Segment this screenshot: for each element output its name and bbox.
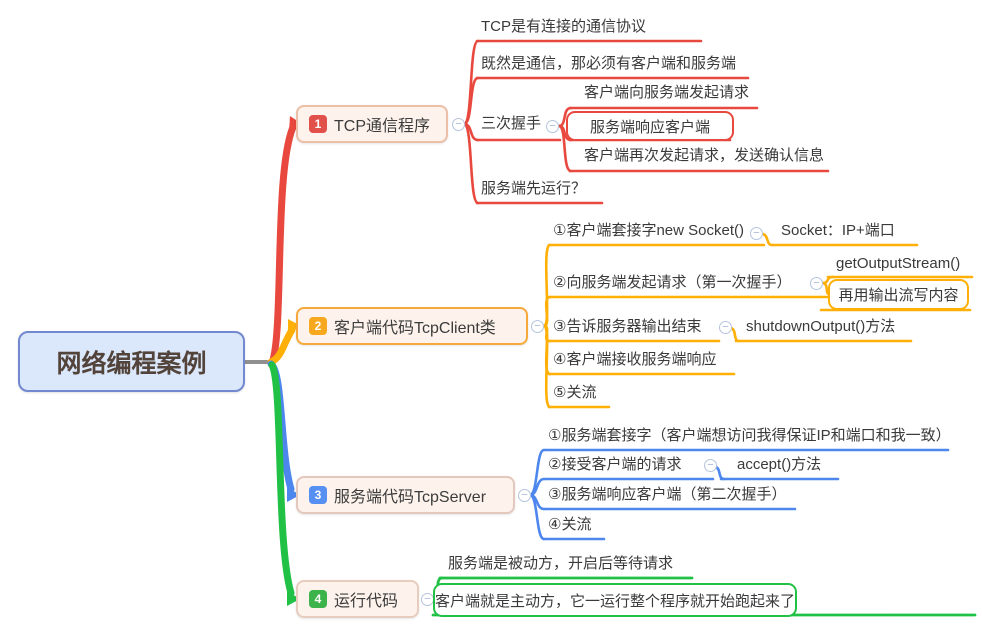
topic[interactable]: ⑤关流: [553, 384, 597, 401]
branch-1-number-badge: 1: [309, 115, 327, 133]
topic[interactable]: ④关流: [548, 516, 592, 533]
branch-topic-tcpclient[interactable]: 2 客户端代码TcpClient类: [296, 307, 528, 345]
collapse-toggle[interactable]: −: [452, 118, 465, 131]
collapse-toggle[interactable]: −: [704, 459, 717, 472]
branch-4-number-badge: 4: [309, 590, 327, 608]
topic[interactable]: Socket：IP+端口: [781, 222, 895, 239]
branch-topic-run-code[interactable]: 4 运行代码: [296, 580, 419, 618]
minus-icon: −: [455, 118, 462, 130]
minus-icon: −: [424, 593, 431, 605]
topic[interactable]: ③服务端响应客户端（第二次握手）: [548, 486, 787, 503]
minus-icon: −: [813, 277, 820, 289]
topic-boxed[interactable]: 再用输出流写内容: [828, 279, 969, 310]
branch-1-label: TCP通信程序: [334, 118, 431, 135]
branch-3-curve: [267, 360, 295, 493]
topic[interactable]: 客户端向服务端发起请求: [584, 84, 750, 101]
minus-icon: −: [753, 227, 760, 239]
topic[interactable]: ②向服务端发起请求（第一次握手）: [553, 274, 792, 291]
topic[interactable]: shutdownOutput()方法: [746, 318, 896, 335]
topic[interactable]: ①客户端套接字new Socket(): [553, 222, 744, 239]
collapse-toggle[interactable]: −: [750, 227, 763, 240]
branch-2-label: 客户端代码TcpClient类: [334, 320, 496, 337]
root-topic[interactable]: 网络编程案例: [18, 331, 245, 392]
minus-icon: −: [534, 320, 541, 332]
topic[interactable]: getOutputStream(): [836, 255, 961, 272]
minus-icon: −: [707, 459, 714, 471]
branch-2-curve: [267, 326, 296, 366]
topic[interactable]: 三次握手: [481, 115, 542, 132]
topic[interactable]: 既然是通信，那必须有客户端和服务端: [481, 55, 737, 72]
topic-label: 服务端响应客户端: [589, 118, 710, 136]
branch-3-number-badge: 3: [309, 486, 327, 504]
branch-topic-tcp[interactable]: 1 TCP通信程序: [296, 105, 448, 143]
topic-label: 客户端就是主动方，它一运行整个程序就开始跑起来了: [435, 592, 796, 610]
topic[interactable]: ②接受客户端的请求: [548, 456, 682, 473]
topic[interactable]: ①服务端套接字（客户端想访问我得保证IP和端口和我一致）: [548, 427, 951, 444]
minus-icon: −: [722, 321, 729, 333]
branch-2-number-badge: 2: [309, 317, 327, 335]
minus-icon: −: [521, 489, 528, 501]
topic-boxed[interactable]: 客户端就是主动方，它一运行整个程序就开始跑起来了: [433, 583, 797, 617]
collapse-toggle[interactable]: −: [810, 277, 823, 290]
topic[interactable]: ③告诉服务器输出结束: [553, 318, 702, 335]
topic[interactable]: 服务端先运行？: [481, 180, 587, 197]
topic-boxed[interactable]: 服务端响应客户端: [566, 111, 734, 141]
branch-4-label: 运行代码: [334, 593, 399, 610]
collapse-toggle[interactable]: −: [518, 489, 531, 502]
branch-1-curve: [268, 123, 297, 367]
branch-3-label: 服务端代码TcpServer: [334, 489, 487, 506]
minus-icon: −: [549, 120, 556, 132]
collapse-toggle[interactable]: −: [531, 320, 544, 333]
topic[interactable]: ④客户端接收服务端响应: [553, 351, 717, 368]
topic[interactable]: 服务端是被动方，开启后等待请求: [448, 555, 674, 572]
collapse-toggle[interactable]: −: [719, 321, 732, 334]
branch-topic-tcpserver[interactable]: 3 服务端代码TcpServer: [296, 476, 515, 514]
topic[interactable]: accept()方法: [737, 456, 822, 473]
root-topic-label: 网络编程案例: [56, 348, 207, 378]
topic[interactable]: 客户端再次发起请求，发送确认信息: [584, 147, 825, 164]
branch-4-curve: [268, 361, 295, 597]
collapse-toggle[interactable]: −: [546, 120, 559, 133]
topic-label: 再用输出流写内容: [838, 287, 959, 304]
topic[interactable]: TCP是有连接的通信协议: [481, 18, 647, 35]
